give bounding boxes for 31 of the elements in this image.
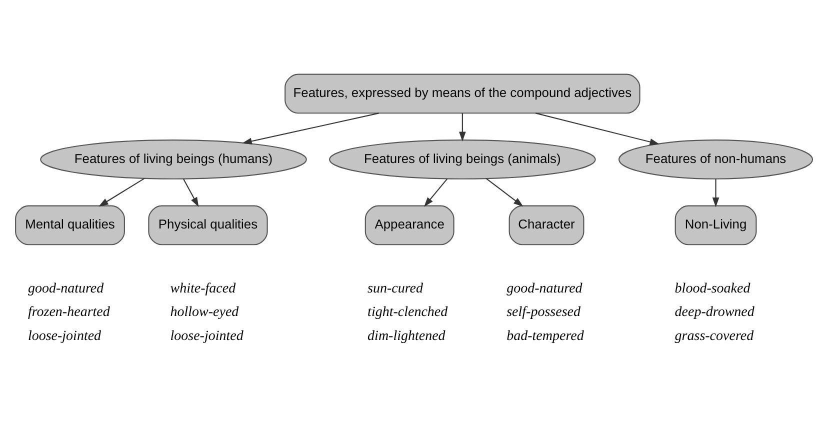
node-label: good-natured xyxy=(28,281,104,296)
arrow xyxy=(712,178,720,207)
node-label: tight-clenched xyxy=(368,304,448,320)
node-box: Character xyxy=(508,204,584,245)
node-ellipse: Features of living beings (humans) xyxy=(40,139,307,179)
node-label: loose-jointed xyxy=(170,328,244,344)
arrow xyxy=(424,178,448,206)
node-label: grass-covered xyxy=(674,328,754,344)
node-label: blood-soaked xyxy=(674,281,750,296)
node-label: good-natured xyxy=(506,281,582,296)
node-label: hollow-eyed xyxy=(170,304,239,320)
node-box: Features, expressed by means of the compound adjectives xyxy=(284,73,640,114)
node-ellipse: Features of living beings (animals) xyxy=(329,139,596,179)
arrow xyxy=(242,112,379,144)
node-label: dim-lightened xyxy=(368,328,446,344)
node-label: frozen-hearted xyxy=(28,304,110,320)
node-label: white-faced xyxy=(170,281,236,296)
node-label: sun-cured xyxy=(368,281,424,296)
arrow xyxy=(486,178,524,206)
node-box: Mental qualities xyxy=(15,204,125,245)
node-box: Appearance xyxy=(364,204,454,245)
node-box: Non-Living xyxy=(674,204,757,245)
node-label: loose-jointed xyxy=(28,328,102,344)
node-label: bad-tempered xyxy=(506,328,584,344)
node-label: deep-drowned xyxy=(674,304,754,320)
node-box: Physical qualities xyxy=(148,204,268,245)
arrow xyxy=(459,112,466,141)
arrow xyxy=(183,178,199,207)
arrow xyxy=(98,177,145,206)
arrow xyxy=(536,112,660,145)
node-label: self-possesed xyxy=(506,304,581,320)
